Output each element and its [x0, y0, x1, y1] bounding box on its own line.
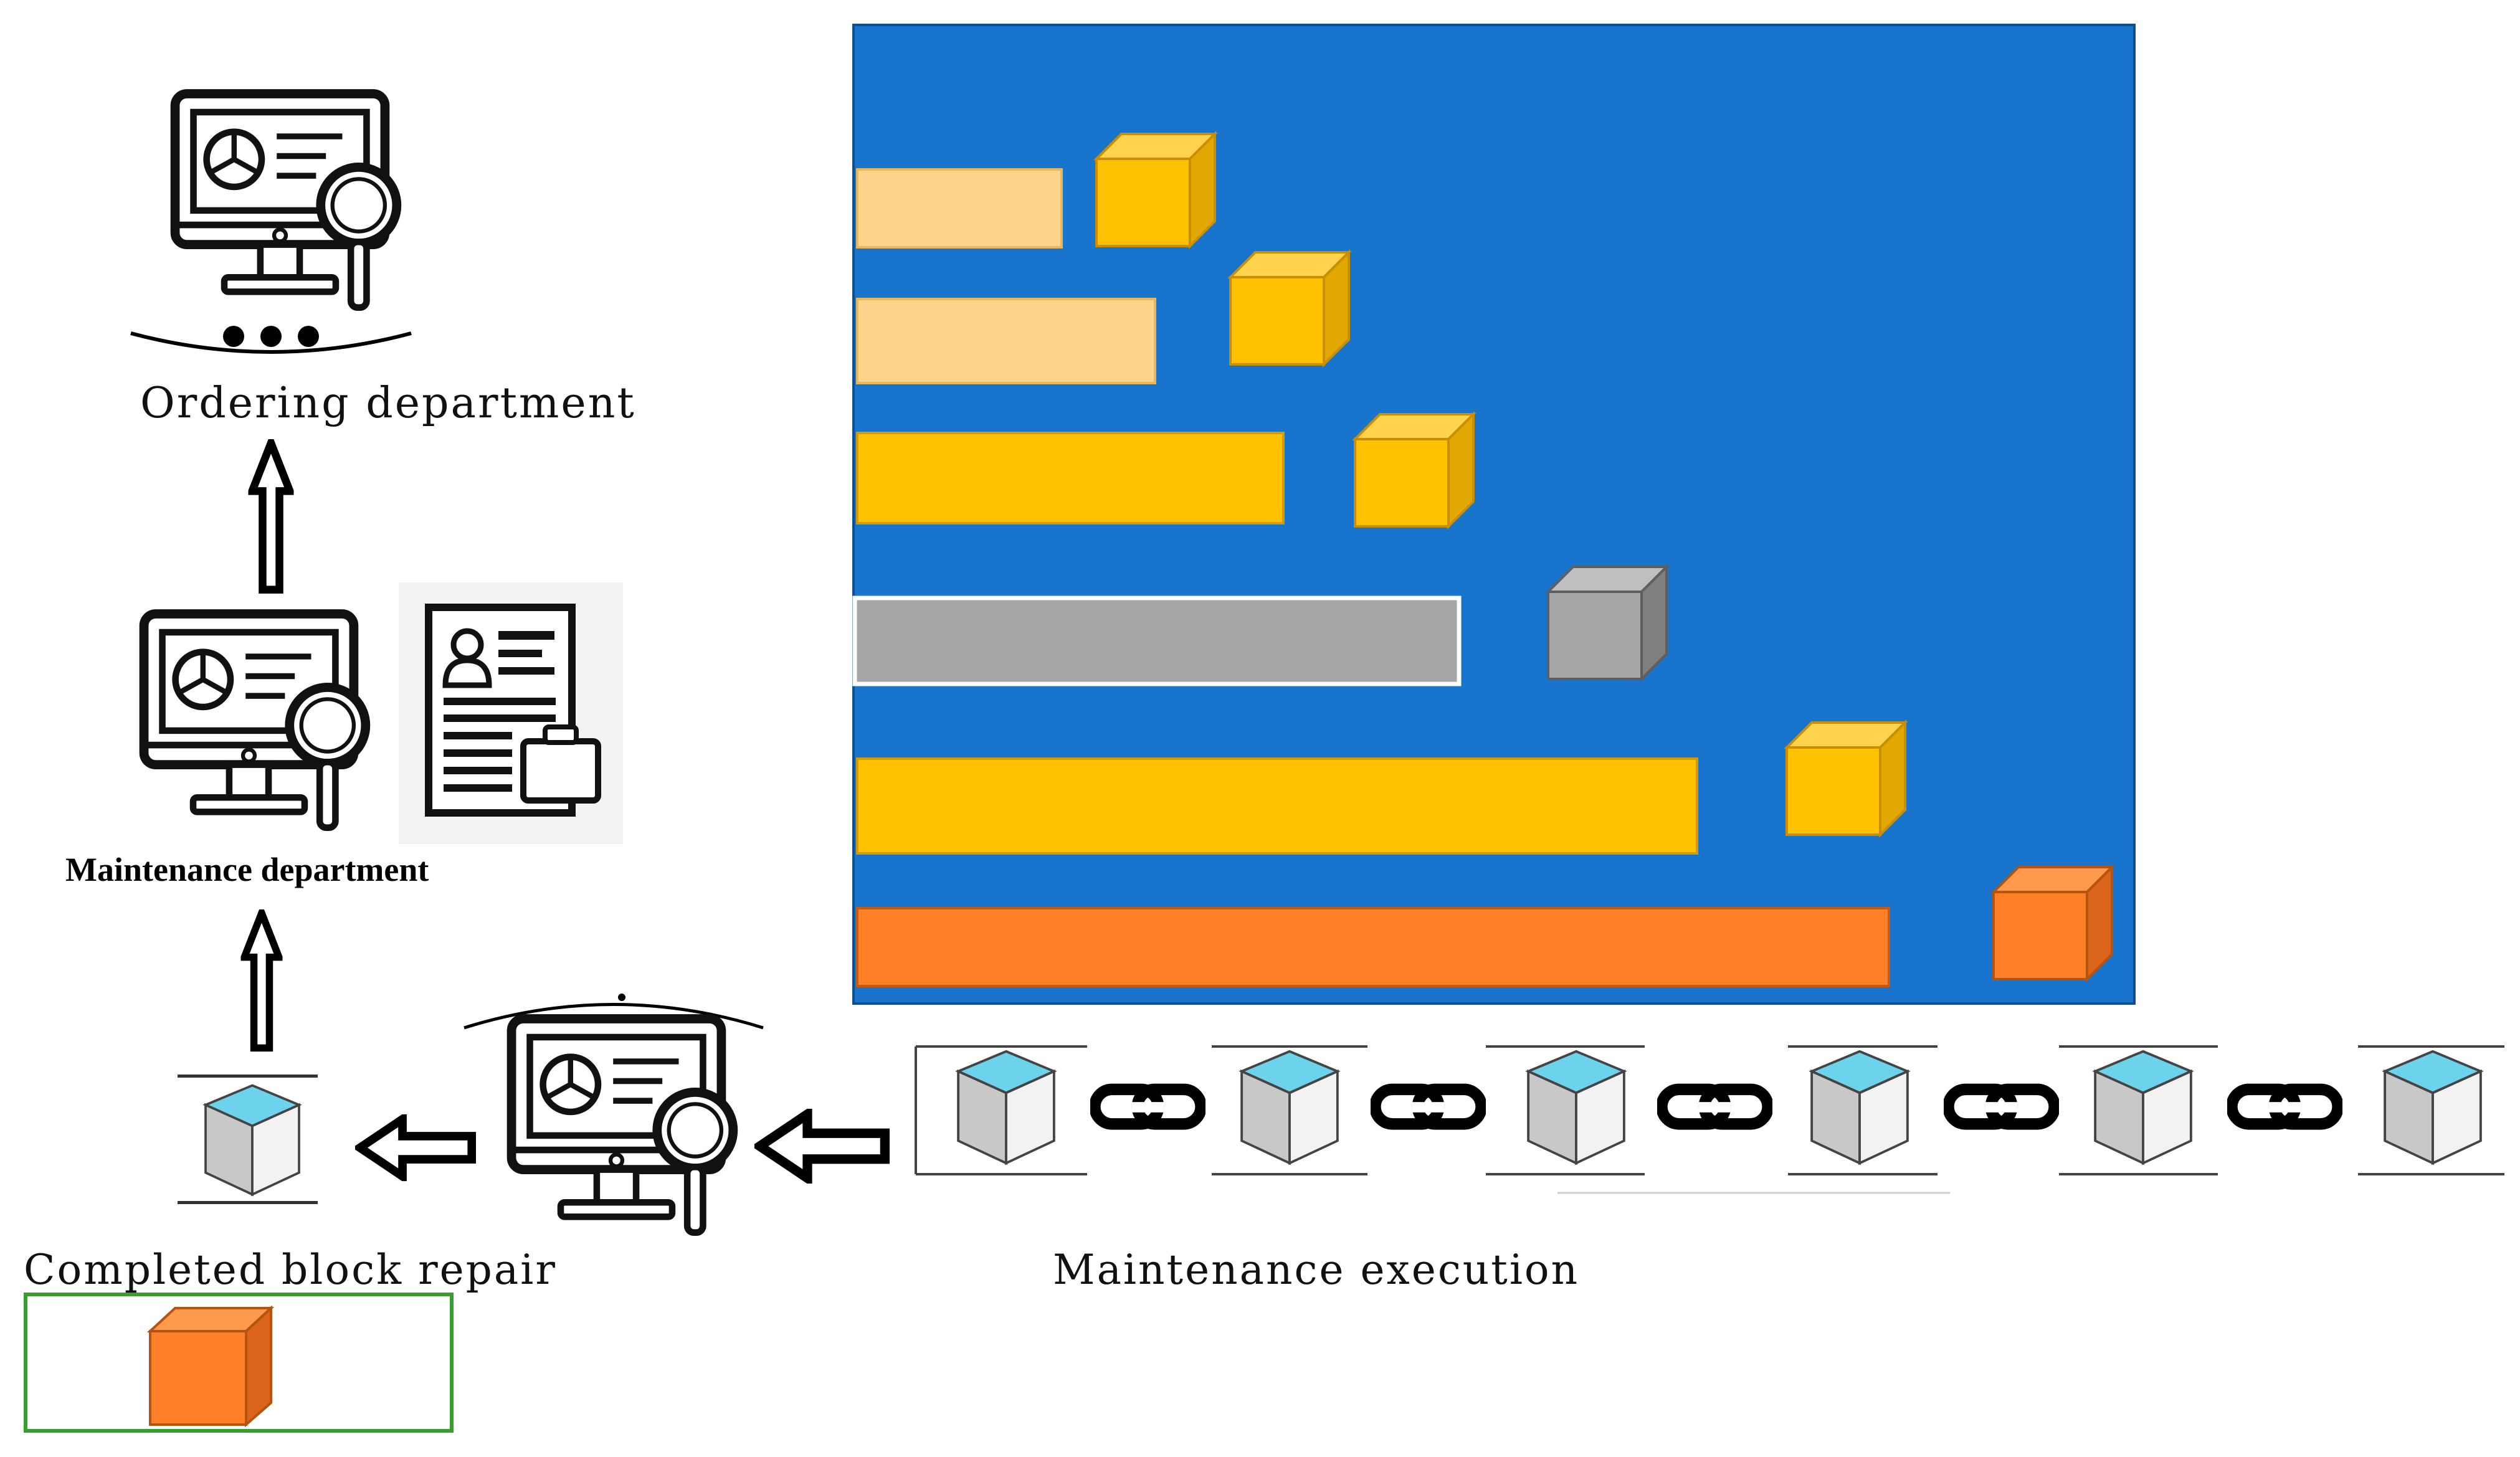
completed-block-top-line	[178, 1075, 318, 1078]
schedule-cube-6	[1990, 864, 2115, 982]
orange-block-cube-icon	[146, 1305, 275, 1428]
block-cube-icon	[2385, 1051, 2481, 1163]
schedule-bar-5	[856, 757, 1698, 855]
block-cube-icon	[958, 1051, 1054, 1163]
schedule-cube-1	[1093, 131, 1218, 249]
schedule-cube-5	[1784, 719, 1908, 838]
schedule-bar-2	[856, 298, 1156, 384]
block-cube-icon	[1242, 1051, 1338, 1163]
maintenance-execution-label: Maintenance execution	[1053, 1246, 1580, 1294]
schedule-bar-6	[856, 907, 1890, 987]
ordering-arc-divider	[130, 326, 412, 354]
completed-block-frame	[24, 1293, 454, 1433]
completed-block-repair-label: Completed block repair	[24, 1246, 557, 1294]
block-cube-icon	[2095, 1051, 2191, 1163]
schedule-cube-4	[1545, 564, 1670, 682]
schedule-bar-4	[852, 596, 1462, 686]
monitor-arc	[464, 994, 764, 1030]
resume-document-icon	[399, 582, 623, 844]
chain-link-icon	[1662, 1089, 1767, 1124]
chain-link-icon	[1375, 1089, 1481, 1124]
schedule-bar-1	[856, 168, 1063, 249]
chain-link-icon	[1948, 1089, 2054, 1124]
schedule-cube-2	[1227, 249, 1352, 368]
chain-link-icon	[1095, 1089, 1201, 1124]
maintenance-department-label: Maintenance department	[65, 851, 429, 888]
block-cube-icon	[1528, 1051, 1624, 1163]
block-cube-icon	[1812, 1051, 1908, 1163]
schedule-cube-3	[1352, 411, 1476, 529]
completed-block-bottom-line	[178, 1201, 318, 1204]
chain-link-icon	[2232, 1089, 2337, 1124]
ordering-department-label: Ordering department	[140, 379, 636, 428]
schedule-bar-3	[856, 432, 1285, 524]
